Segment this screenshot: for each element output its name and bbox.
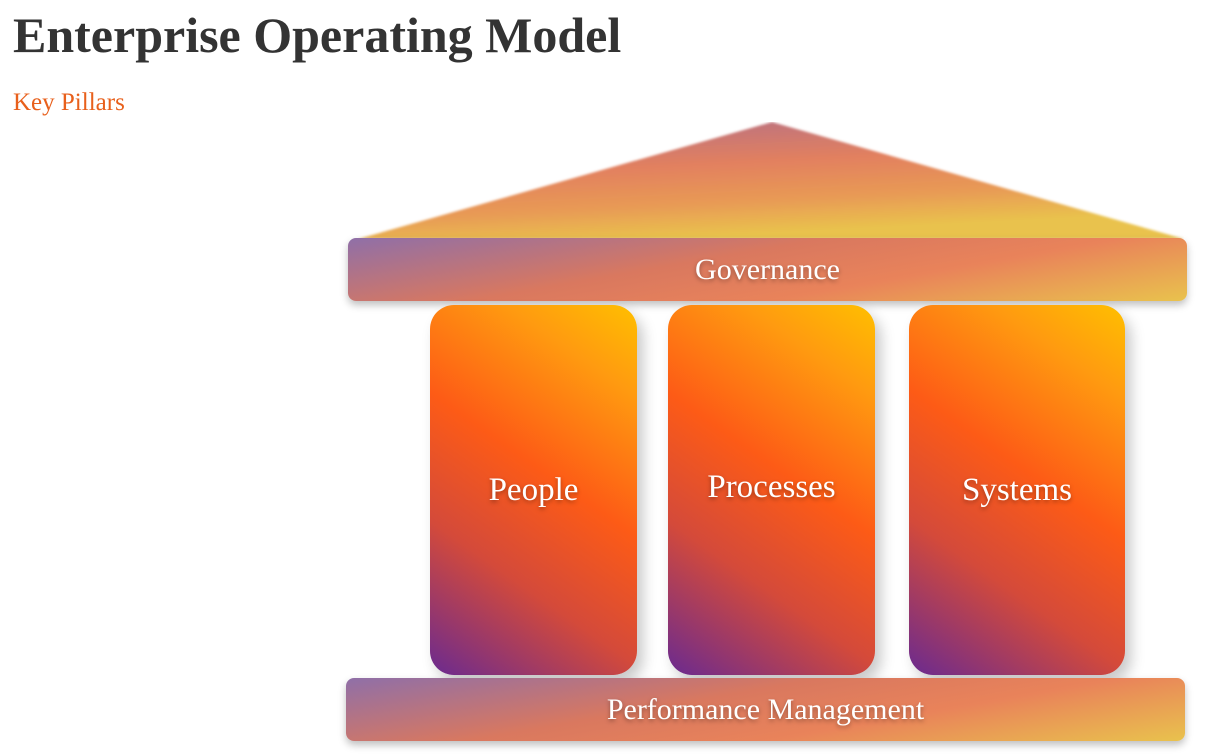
pillar-people: People xyxy=(430,305,637,675)
pillar-systems-label: Systems xyxy=(961,471,1073,508)
roof-pediment xyxy=(358,122,1184,239)
page-subtitle: Key Pillars xyxy=(13,89,125,116)
performance-management-beam: Performance Management xyxy=(346,678,1185,741)
performance-management-label: Performance Management xyxy=(606,692,925,726)
pillar-processes: Processes xyxy=(668,305,875,675)
pillar-processes-label: Processes xyxy=(707,468,836,505)
pillar-systems: Systems xyxy=(909,305,1125,675)
governance-beam: Governance xyxy=(348,238,1187,301)
page-title: Enterprise Operating Model xyxy=(13,7,622,63)
governance-label: Governance xyxy=(695,252,840,286)
roof-triangle xyxy=(358,122,1184,239)
pillar-people-label: People xyxy=(488,471,579,508)
